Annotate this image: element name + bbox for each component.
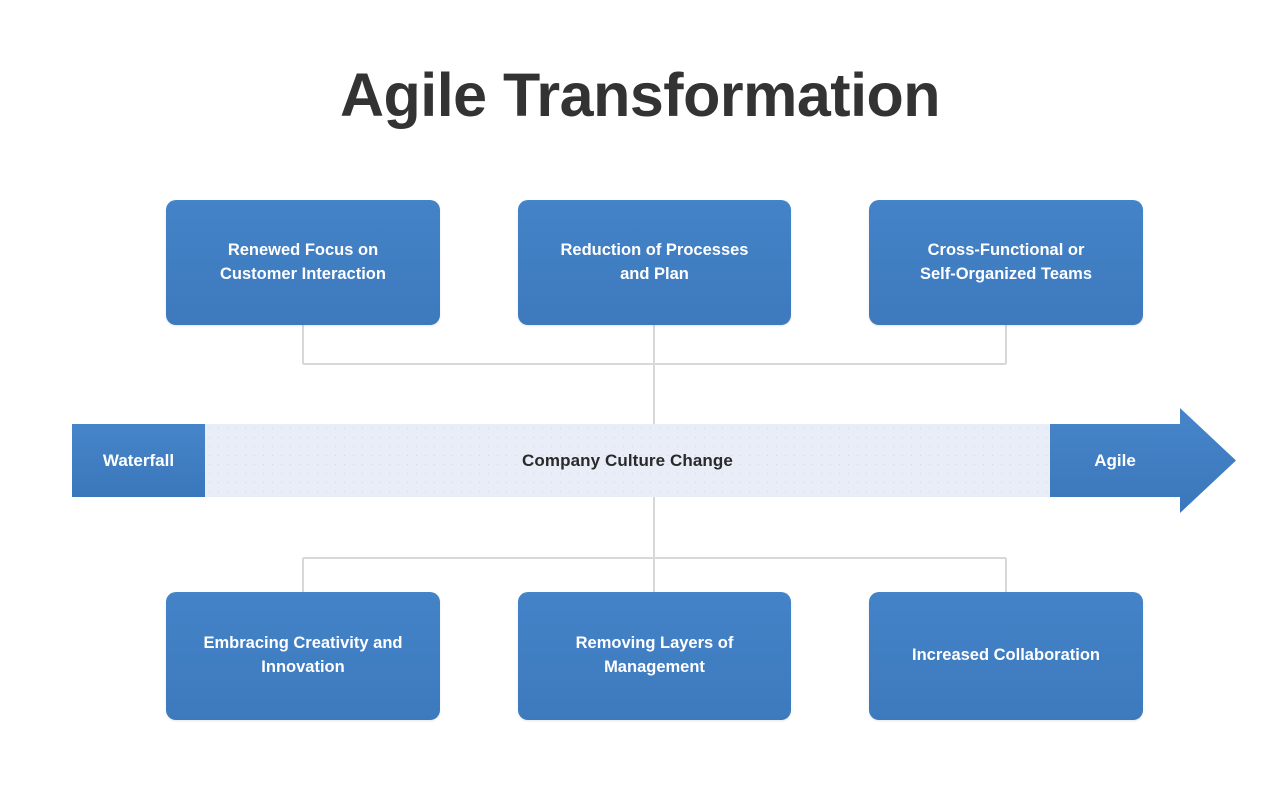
culture-change-track (205, 424, 1050, 497)
page-title: Agile Transformation (339, 61, 941, 129)
bottom-box-embracing-creativity[interactable]: Embracing Creativity and Innovation (166, 592, 440, 720)
culture-change-label: Company Culture Change (522, 450, 733, 470)
top-box-renewed-focus[interactable]: Renewed Focus on Customer Interaction (166, 200, 440, 325)
bottom-box-removing-layers[interactable]: Removing Layers of Management (518, 592, 791, 720)
agile-arrow-icon[interactable] (1050, 408, 1236, 513)
bottom-box-increased-collaboration[interactable]: Increased Collaboration (869, 592, 1143, 720)
waterfall-block[interactable]: Waterfall (72, 424, 205, 497)
top-box-cross-functional-teams[interactable]: Cross-Functional or Self-Organized Teams (869, 200, 1143, 325)
top-box-reduction-of-processes[interactable]: Reduction of Processes and Plan (518, 200, 791, 325)
